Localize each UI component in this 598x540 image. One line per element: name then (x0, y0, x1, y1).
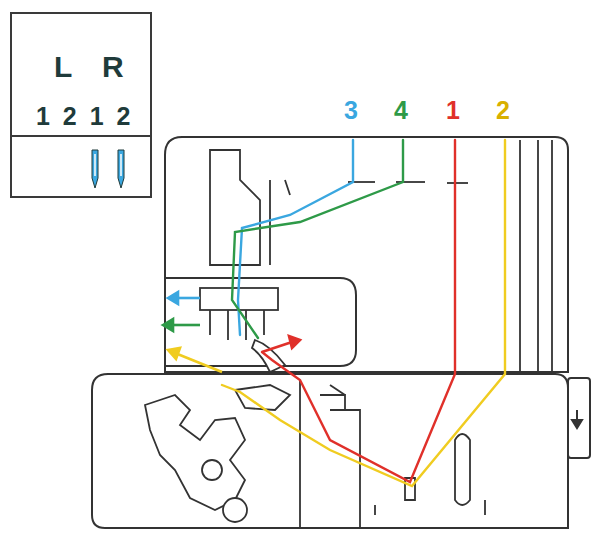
thread-arrows (163, 292, 300, 372)
machine-body (92, 137, 590, 528)
key-box: LR 1 2 1 2 (10, 12, 152, 198)
thread-number: 4 (394, 98, 408, 123)
key-text: R (102, 52, 124, 82)
box-divider (12, 135, 150, 137)
side-arrow (572, 410, 582, 428)
looper-mechanism (145, 340, 290, 522)
machine-details (200, 140, 556, 528)
thread-number: 2 (496, 98, 510, 123)
threads (222, 140, 505, 486)
thread-number: 1 (446, 98, 460, 123)
thread-number: 3 (344, 98, 358, 123)
key-text: 1 2 1 2 (36, 104, 133, 129)
needle-icons (92, 150, 124, 188)
key-text: L (54, 52, 72, 82)
